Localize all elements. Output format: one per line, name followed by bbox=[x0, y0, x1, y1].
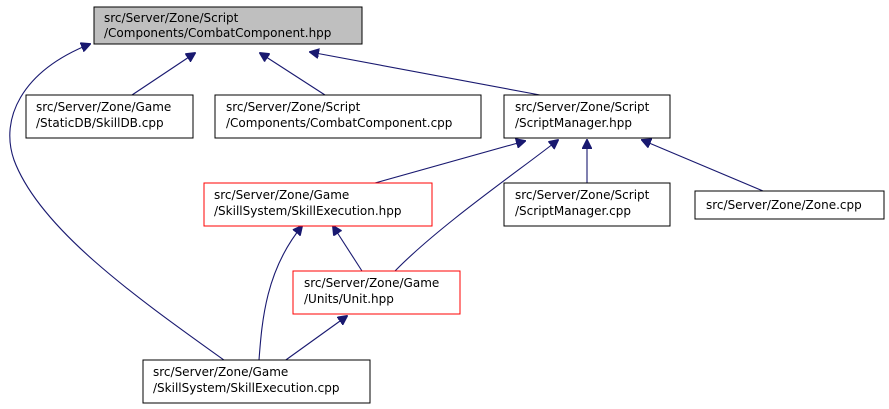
edge-skilldb-cpp-to-combatcomponent-hpp bbox=[131, 53, 195, 96]
node-label-line: src/Server/Zone/Game bbox=[153, 365, 288, 379]
edge-skillexecution-cpp-to-combatcomponent-hpp bbox=[9, 44, 229, 364]
nodes: src/Server/Zone/Script /Components/Comba… bbox=[25, 6, 885, 404]
node-combatcomponent-cpp[interactable]: src/Server/Zone/Script /Components/Comba… bbox=[214, 94, 482, 139]
node-label-line: /Components/CombatComponent.cpp bbox=[226, 116, 452, 130]
node-label-line: src/Server/Zone/Script bbox=[515, 100, 650, 114]
node-label-line: src/Server/Zone/Game bbox=[214, 188, 349, 202]
edge-unit-hpp-to-scriptmanager-hpp bbox=[394, 140, 558, 272]
node-label-line: /StaticDB/SkillDB.cpp bbox=[36, 116, 164, 130]
node-label-line: /ScriptManager.cpp bbox=[515, 204, 631, 218]
edge-skillexecution-cpp-to-unit-hpp bbox=[282, 316, 347, 363]
node-combatcomponent-hpp[interactable]: src/Server/Zone/Script /Components/Comba… bbox=[93, 6, 363, 45]
node-unit-hpp[interactable]: src/Server/Zone/Game /Units/Unit.hpp bbox=[292, 270, 461, 315]
edge-scriptmanager-hpp-to-combatcomponent-hpp bbox=[310, 52, 541, 96]
edge-unit-hpp-to-skillexecution-hpp bbox=[333, 226, 363, 272]
node-label-line: src/Server/Zone/Script bbox=[104, 11, 239, 25]
node-label-line: /Units/Unit.hpp bbox=[304, 292, 394, 306]
node-label-line: src/Server/Zone/Script bbox=[515, 188, 650, 202]
node-skillexecution-hpp[interactable]: src/Server/Zone/Game /SkillSystem/SkillE… bbox=[203, 182, 433, 227]
edge-skillexecution-cpp-to-skillexecution-hpp bbox=[258, 226, 302, 361]
node-label-line: /SkillSystem/SkillExecution.hpp bbox=[214, 204, 402, 218]
node-label-line: /Components/CombatComponent.hpp bbox=[104, 26, 331, 40]
edge-zone-cpp-to-scriptmanager-hpp bbox=[642, 140, 764, 192]
node-label-line: /SkillSystem/SkillExecution.cpp bbox=[153, 381, 340, 395]
node-skilldb-cpp[interactable]: src/Server/Zone/Game /StaticDB/SkillDB.c… bbox=[25, 94, 194, 139]
edge-combatcomponent-cpp-to-combatcomponent-hpp bbox=[260, 53, 326, 96]
node-scriptmanager-hpp[interactable]: src/Server/Zone/Script /ScriptManager.hp… bbox=[503, 94, 671, 139]
node-label-line: src/Server/Zone/Zone.cpp bbox=[706, 198, 862, 212]
node-label-line: src/Server/Zone/Script bbox=[226, 100, 361, 114]
node-label-line: src/Server/Zone/Game bbox=[36, 100, 171, 114]
node-zone-cpp[interactable]: src/Server/Zone/Zone.cpp bbox=[694, 190, 885, 220]
node-label-line: /ScriptManager.hpp bbox=[515, 116, 632, 130]
edges bbox=[9, 44, 764, 364]
node-scriptmanager-cpp[interactable]: src/Server/Zone/Script /ScriptManager.cp… bbox=[503, 182, 671, 227]
node-label-line: src/Server/Zone/Game bbox=[304, 276, 439, 290]
node-skillexecution-cpp[interactable]: src/Server/Zone/Game /SkillSystem/SkillE… bbox=[142, 359, 371, 404]
edge-skillexecution-hpp-to-scriptmanager-hpp bbox=[374, 141, 525, 184]
